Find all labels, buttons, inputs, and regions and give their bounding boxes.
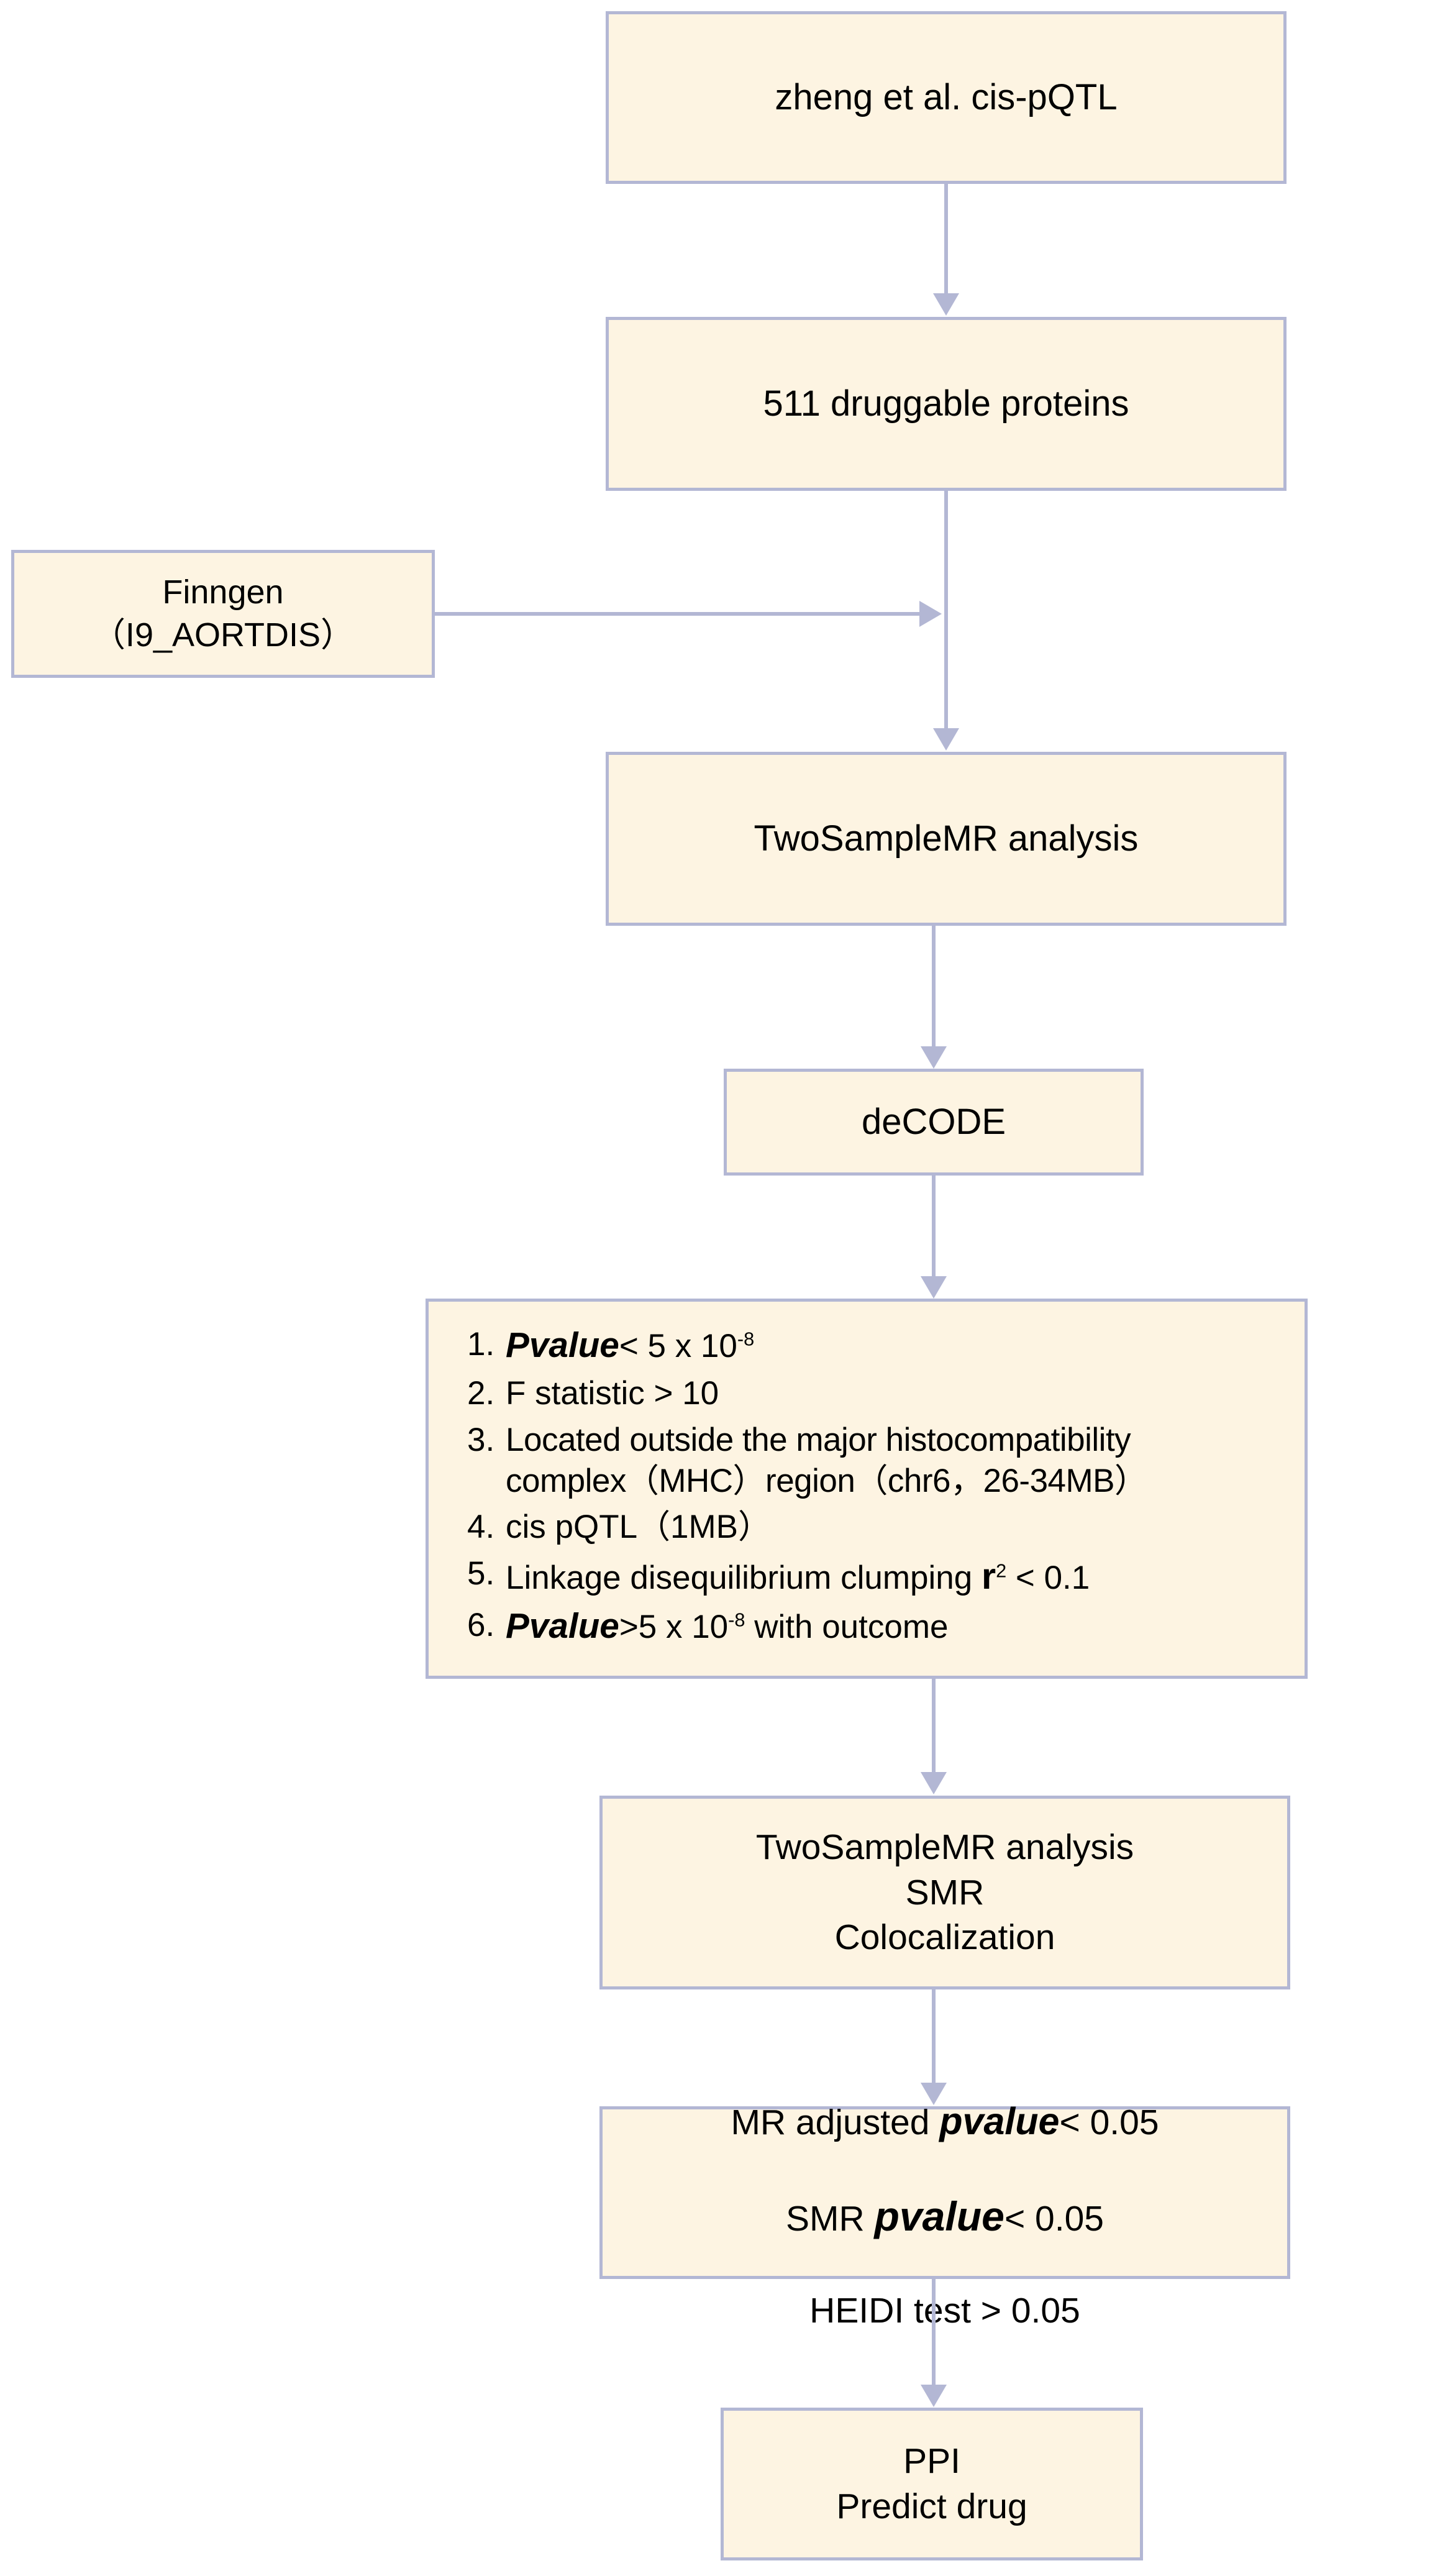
criteria-item-1-text: < 5 x 10	[619, 1328, 737, 1364]
node-twosamplemr-smr-coloc[interactable]: TwoSampleMR analysis SMR Colocalization	[599, 1796, 1290, 1989]
node-mr2-label: TwoSampleMR analysis SMR Colocalization	[755, 1827, 1134, 1958]
criteria-item-6-pvalue: Pvalue	[506, 1606, 619, 1646]
criteria-item-5: 5. Linkage disequilibrium clumping r2 < …	[467, 1553, 1280, 1599]
criteria-item-2: 2. F statistic > 10	[467, 1373, 1280, 1414]
connector-mr2-to-thresholds	[932, 1989, 936, 2084]
node-ppi-predict-drug[interactable]: PPI Predict drug	[721, 2408, 1143, 2560]
criteria-item-5-r-symbol: r	[981, 1555, 996, 1597]
connector-source-to-proteins	[944, 184, 948, 295]
node-finngen-label: Finngen （I9_AORTDIS）	[91, 573, 355, 654]
node-ppi-label: PPI Predict drug	[836, 2441, 1027, 2526]
node-significance-thresholds[interactable]: MR adjusted pvalue< 0.05 SMR pvalue< 0.0…	[599, 2100, 1290, 2331]
criteria-item-5-r-exponent: 2	[996, 1560, 1007, 1582]
node-source-label: zheng et al. cis-pQTL	[775, 76, 1118, 117]
arrowhead-proteins-to-mr1	[933, 728, 959, 751]
criteria-item-4-number: 4.	[467, 1509, 495, 1546]
criteria-item-1-content: Pvalue< 5 x 10-8	[506, 1324, 1280, 1368]
node-selection-criteria[interactable]: 1. Pvalue< 5 x 10-8 2. F statistic > 10 …	[426, 1299, 1308, 1679]
threshold-line-1-prefix: MR adjusted	[731, 2102, 940, 2142]
node-finngen-outcome[interactable]: Finngen （I9_AORTDIS）	[11, 550, 435, 678]
threshold-line-1: MR adjusted pvalue< 0.05	[731, 2099, 1159, 2142]
node-mr1-label: TwoSampleMR analysis	[754, 818, 1139, 859]
criteria-item-6: 6. Pvalue>5 x 10-8 with outcome	[467, 1605, 1280, 1648]
node-source-cis-pqtl[interactable]: zheng et al. cis-pQTL	[606, 11, 1287, 184]
connector-thresholds-to-ppi	[932, 2279, 936, 2386]
criteria-item-6-number: 6.	[467, 1606, 495, 1643]
node-decode[interactable]: deCODE	[724, 1069, 1144, 1176]
connector-mr1-to-decode	[932, 926, 936, 1048]
node-twosamplemr-first[interactable]: TwoSampleMR analysis	[606, 752, 1287, 926]
criteria-item-5-text-before: Linkage disequilibrium clumping	[506, 1560, 982, 1597]
node-proteins-label: 511 druggable proteins	[763, 383, 1129, 424]
criteria-item-1: 1. Pvalue< 5 x 10-8	[467, 1324, 1280, 1368]
node-druggable-proteins[interactable]: 511 druggable proteins	[606, 317, 1287, 491]
criteria-item-2-text: F statistic > 10	[506, 1375, 719, 1412]
criteria-item-2-number: 2.	[467, 1375, 495, 1412]
connector-decode-to-criteria	[932, 1176, 936, 1279]
criteria-item-3: 3. Located outside the major histocompat…	[467, 1420, 1280, 1501]
arrowhead-thresholds-to-ppi	[921, 2385, 947, 2407]
arrowhead-mr2-to-thresholds	[921, 2083, 947, 2105]
criteria-item-5-content: Linkage disequilibrium clumping r2 < 0.1	[506, 1553, 1280, 1599]
threshold-line-1-suffix: < 0.05	[1059, 2102, 1159, 2142]
threshold-line-2-pvalue: pvalue	[874, 2193, 1004, 2240]
criteria-item-6-content: Pvalue>5 x 10-8 with outcome	[506, 1605, 1280, 1648]
criteria-item-3-number: 3.	[467, 1422, 495, 1459]
connector-finngen-to-spine	[435, 612, 921, 616]
criteria-item-3-text: Located outside the major histocompatibi…	[506, 1422, 1147, 1499]
criteria-item-4-text: cis pQTL（1MB）	[506, 1509, 772, 1546]
criteria-list: 1. Pvalue< 5 x 10-8 2. F statistic > 10 …	[429, 1324, 1305, 1648]
threshold-line-1-pvalue: pvalue	[939, 2099, 1060, 2142]
arrowhead-mr1-to-decode	[921, 1046, 947, 1069]
arrowhead-criteria-to-mr2	[921, 1772, 947, 1794]
criteria-item-6-text: >5 x 10	[619, 1608, 729, 1645]
criteria-item-1-exponent: -8	[737, 1328, 755, 1350]
criteria-item-4: 4. cis pQTL（1MB）	[467, 1507, 1280, 1548]
arrowhead-source-to-proteins	[933, 293, 959, 316]
criteria-item-6-tail: with outcome	[745, 1608, 949, 1645]
threshold-line-2-suffix: < 0.05	[1004, 2198, 1104, 2239]
arrowhead-finngen-to-spine	[919, 601, 942, 627]
arrowhead-decode-to-criteria	[921, 1276, 947, 1299]
threshold-line-2-prefix: SMR	[786, 2198, 875, 2239]
criteria-item-1-pvalue: Pvalue	[506, 1326, 619, 1365]
threshold-line-2: SMR pvalue< 0.05	[786, 2194, 1104, 2240]
threshold-line-3: HEIDI test > 0.05	[809, 2291, 1080, 2331]
node-decode-label: deCODE	[861, 1101, 1006, 1142]
connector-proteins-to-mr1	[944, 491, 948, 729]
criteria-item-5-number: 5.	[467, 1555, 495, 1592]
criteria-item-6-exponent: -8	[728, 1609, 745, 1631]
criteria-item-1-number: 1.	[467, 1326, 495, 1363]
node-thresholds-text: MR adjusted pvalue< 0.05 SMR pvalue< 0.0…	[603, 2052, 1287, 2334]
connector-criteria-to-mr2	[932, 1679, 936, 1773]
criteria-item-5-text-after: < 0.1	[1006, 1560, 1090, 1597]
